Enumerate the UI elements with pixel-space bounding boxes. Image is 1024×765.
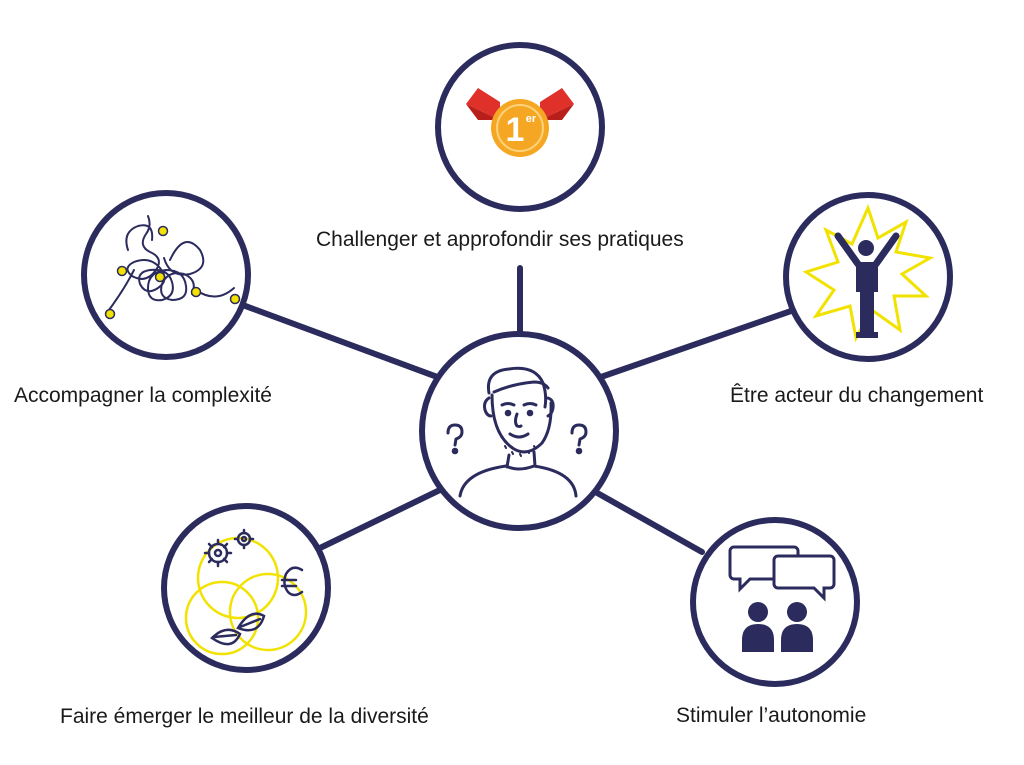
speech-bubbles-people-icon xyxy=(728,545,836,652)
label-autonomie: Stimuler l’autonomie xyxy=(676,704,867,727)
first-place-medal-icon: 1 er xyxy=(466,88,574,157)
label-acteur: Être acteur du changement xyxy=(730,384,984,407)
node-diversite xyxy=(161,503,331,673)
gears-euro-leaves-icon xyxy=(184,528,308,656)
medal-superscript: er xyxy=(526,113,537,125)
connector-diversite xyxy=(317,485,447,551)
tangled-thread-icon xyxy=(104,215,241,320)
connector-autonomie xyxy=(589,487,705,555)
node-acteur xyxy=(783,192,953,362)
node-challenger: 1 er xyxy=(435,42,605,212)
connector-acteur xyxy=(595,307,797,381)
person-celebrating-icon xyxy=(802,203,935,343)
connectors xyxy=(237,265,797,555)
node-complexite xyxy=(81,190,251,360)
label-complexite: Accompagner la complexité xyxy=(14,384,272,407)
node-autonomie xyxy=(690,517,860,687)
medal-number: 1 xyxy=(506,111,525,149)
label-challenger: Challenger et approfondir ses pratiques xyxy=(316,228,684,251)
label-diversite: Faire émerger le meilleur de la diversit… xyxy=(60,705,429,728)
connector-complexite xyxy=(237,301,443,381)
center-node xyxy=(419,331,619,531)
person-questioning-icon xyxy=(446,366,588,498)
